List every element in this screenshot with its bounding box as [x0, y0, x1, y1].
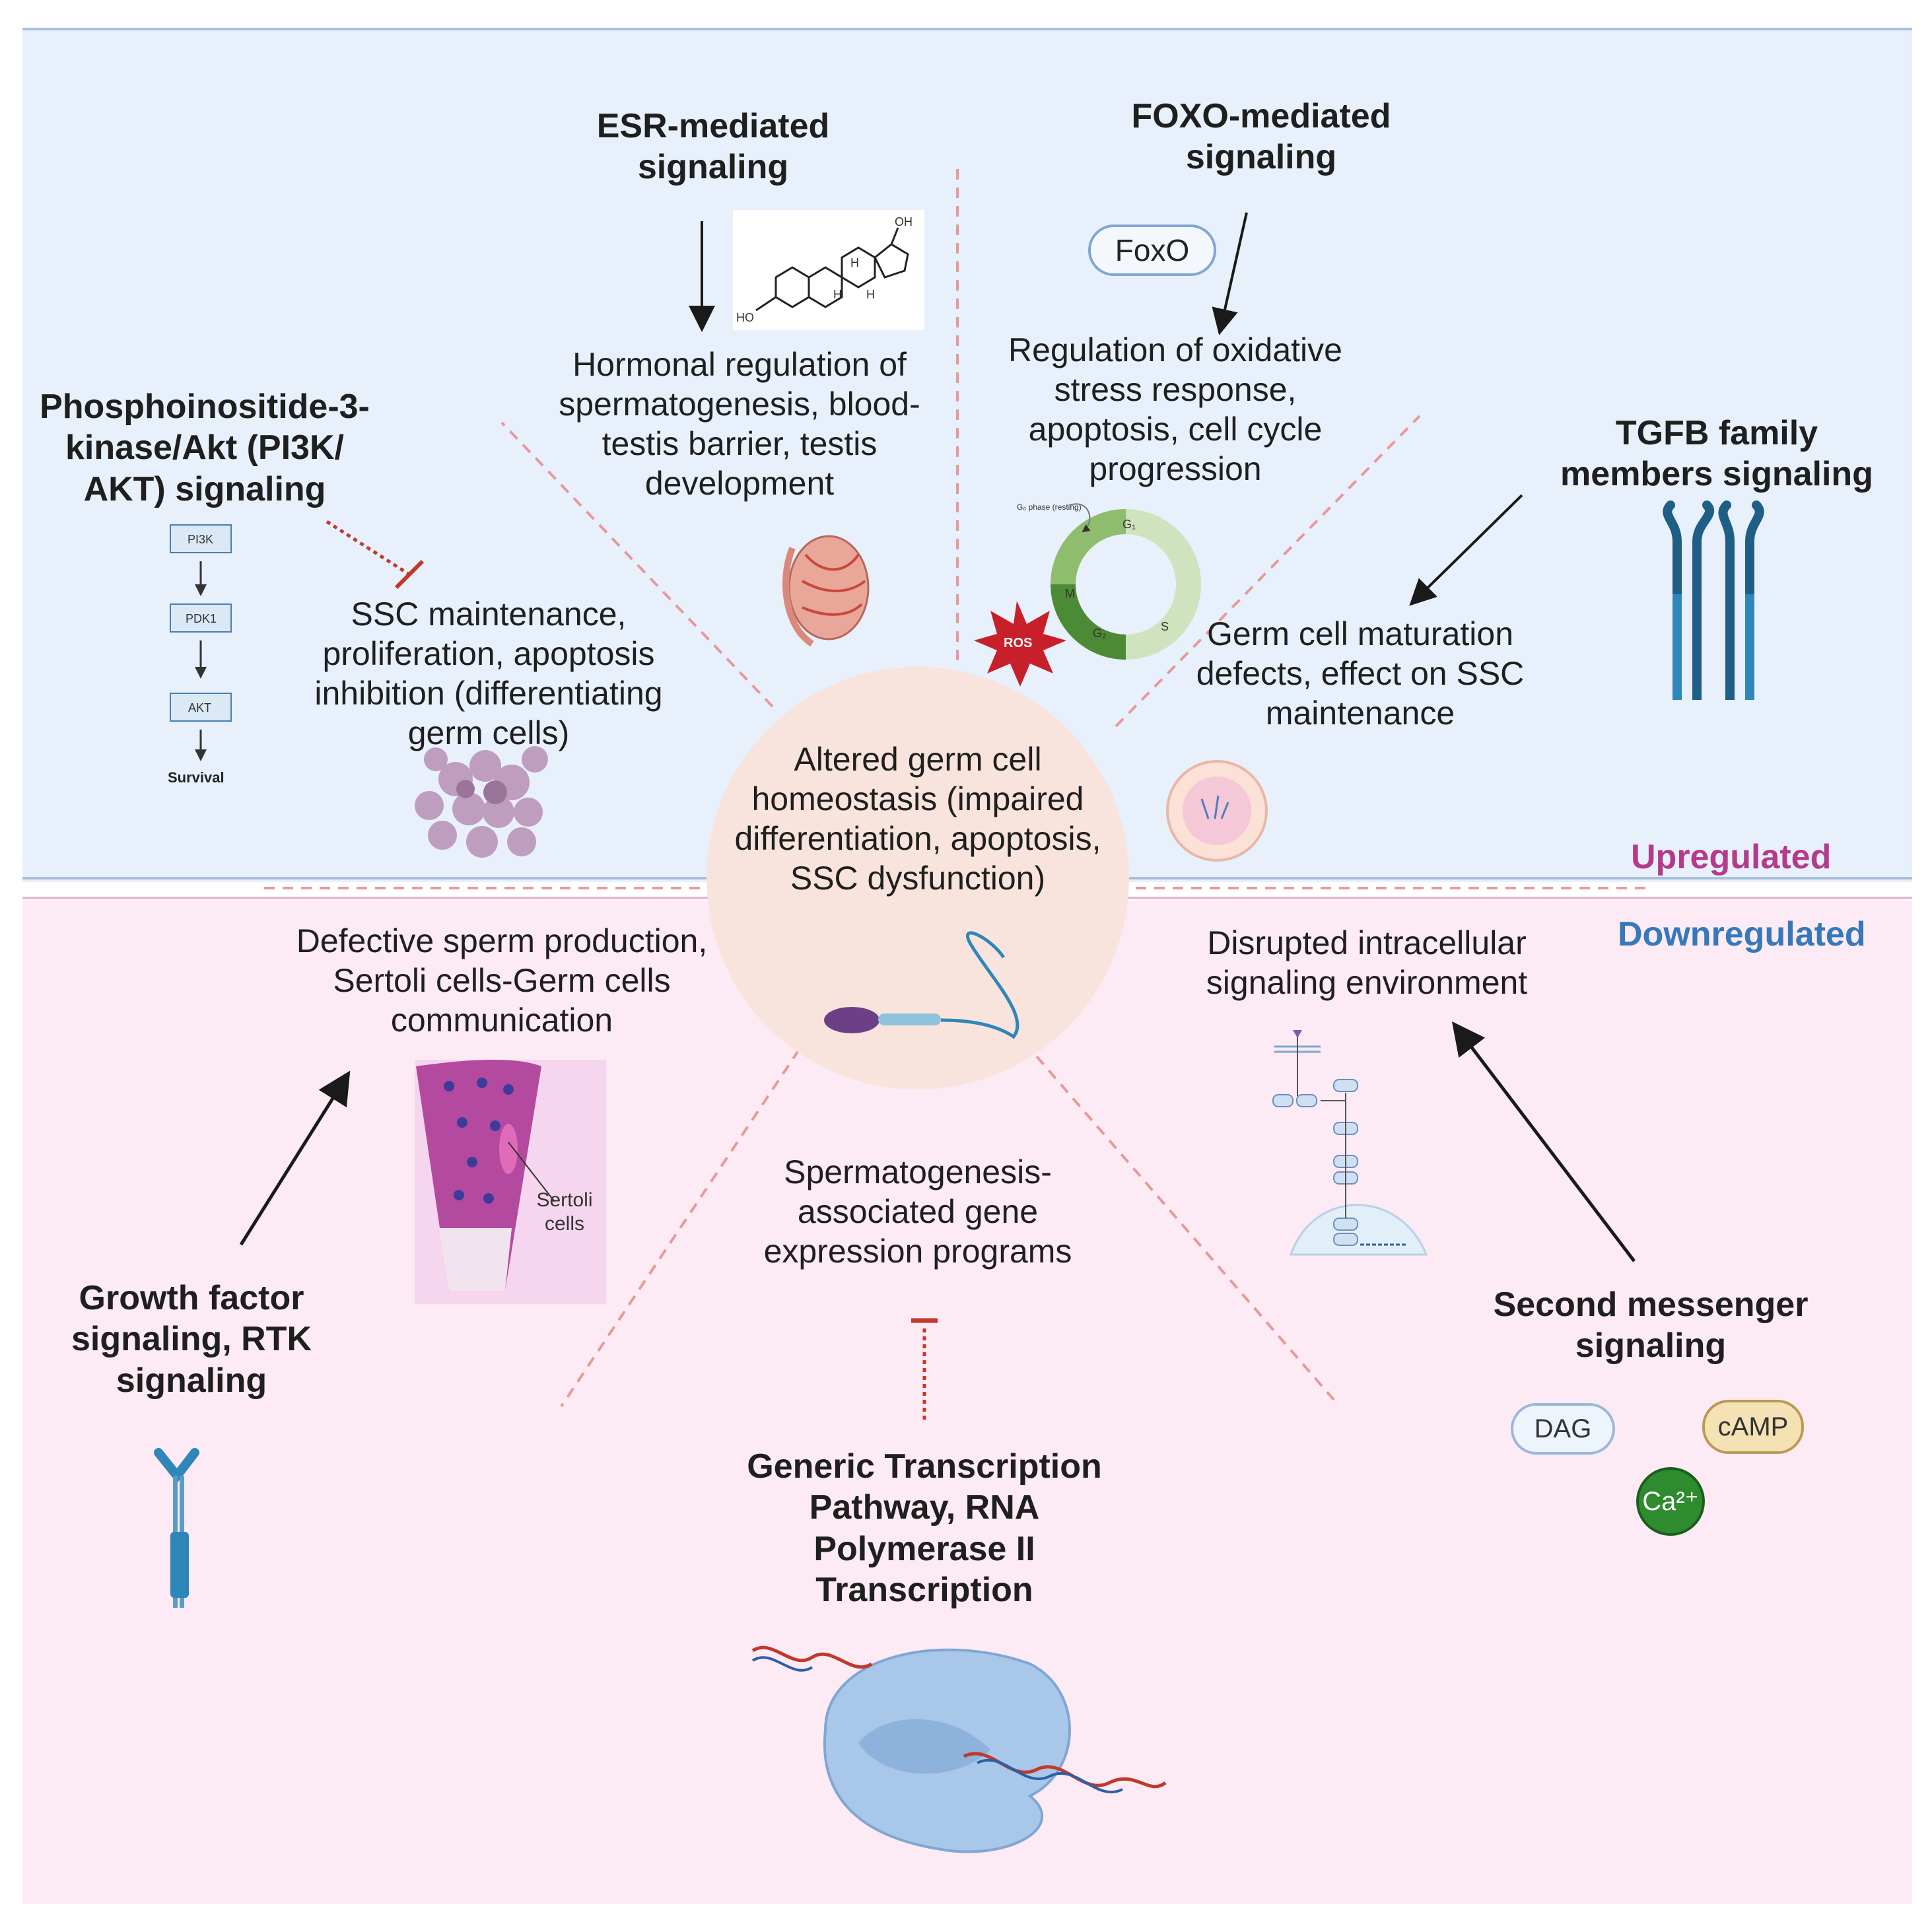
second-messenger-arrow [1451, 1021, 1636, 1262]
tgfb-receptor-icon [1663, 500, 1764, 700]
rtk-receptor-icon [154, 1448, 199, 1608]
cycle-g1: G₁ [1122, 518, 1136, 531]
esr-effect: Hormonal regulation of spermatogenesis, … [559, 346, 920, 502]
second-messenger-title: Second messenger signaling [1493, 1286, 1809, 1365]
h-label-2: H [866, 288, 875, 301]
pi3k-title: Phosphoinositide-3-kinase/Akt (PI3K/ AKT… [40, 388, 370, 508]
dag-pill: DAG [1511, 1403, 1615, 1455]
growth-title: Growth factor signaling, RTK signaling [71, 1279, 312, 1400]
growth-arrow [239, 1070, 351, 1246]
tgfb-title: TGFB family members signaling [1560, 414, 1873, 494]
cascade-akt: AKT [188, 701, 211, 714]
cycle-m: M [1065, 587, 1075, 600]
radial-separators [264, 165, 1651, 1408]
h-label-1: H [833, 288, 842, 301]
growth-effect: Defective sperm production, Sertoli cell… [296, 922, 708, 1039]
pi3k-inhibition-bar [394, 559, 425, 590]
foxo-arrow [1212, 212, 1248, 335]
sperm-icon [824, 931, 1019, 1039]
tgfb-effect: Germ cell maturation defects, effect on … [1196, 615, 1525, 732]
h-label-3: H [850, 256, 859, 269]
dividing-cell-icon [1166, 760, 1268, 862]
germ-cell-cluster-icon [415, 746, 548, 858]
intracellular-cascade-icon [1272, 1030, 1428, 1256]
center-circle [707, 667, 1129, 1089]
rna-polymerase-icon [751, 1645, 1167, 1853]
cycle-s: S [1161, 620, 1169, 633]
downregulated-tag: Downregulated [1618, 915, 1866, 953]
esr-title: ESR-mediated signaling [596, 107, 830, 187]
cycle-g0: G₀ phase (resting) [1017, 502, 1082, 512]
sertoli-label: Sertoli cells [536, 1189, 593, 1235]
foxo-effect: Regulation of oxidative stress response,… [1008, 331, 1342, 487]
calcium-badge: Ca²⁺ [1636, 1467, 1705, 1536]
center-text: Altered germ cell homeostasis (impaired … [734, 741, 1101, 897]
ho-label: HO [736, 311, 754, 324]
ros-burst-icon [974, 601, 1066, 687]
ros-label: ROS [1004, 636, 1032, 650]
cell-cycle-icon: G₁ S G₂ M G₀ phase (resting) [1017, 502, 1201, 660]
camp-pill: cAMP [1702, 1400, 1804, 1454]
oh-label: OH [895, 215, 913, 228]
upregulated-tag: Upregulated [1631, 838, 1832, 876]
testis-icon [782, 535, 870, 647]
foxo-title: FOXO-mediated signaling [1131, 97, 1391, 177]
cascade-survival: Survival [168, 769, 224, 786]
steroid-structure-icon: OH HO H H H [733, 210, 924, 330]
transcription-title: Generic Transcription Pathway, RNA Polym… [747, 1447, 1102, 1610]
tgfb-arrow [1409, 494, 1523, 606]
cycle-g2: G₂ [1093, 627, 1107, 640]
cascade-pdk1: PDK1 [186, 612, 217, 625]
pi3k-cascade: PI3K PDK1 AKT Survival [168, 524, 232, 786]
pi3k-inhibition-line [326, 520, 411, 576]
foxo-pill: FoxO [1088, 224, 1216, 276]
transcription-effect: Spermatogenesis-associated gene expressi… [763, 1153, 1072, 1270]
pi3k-effect: SSC maintenance, proliferation, apoptosi… [314, 596, 663, 751]
second-messenger-effect: Disrupted intracellular signaling enviro… [1206, 924, 1528, 1001]
seminiferous-tubule-icon [415, 1060, 606, 1304]
cascade-pi3k: PI3K [188, 533, 213, 546]
